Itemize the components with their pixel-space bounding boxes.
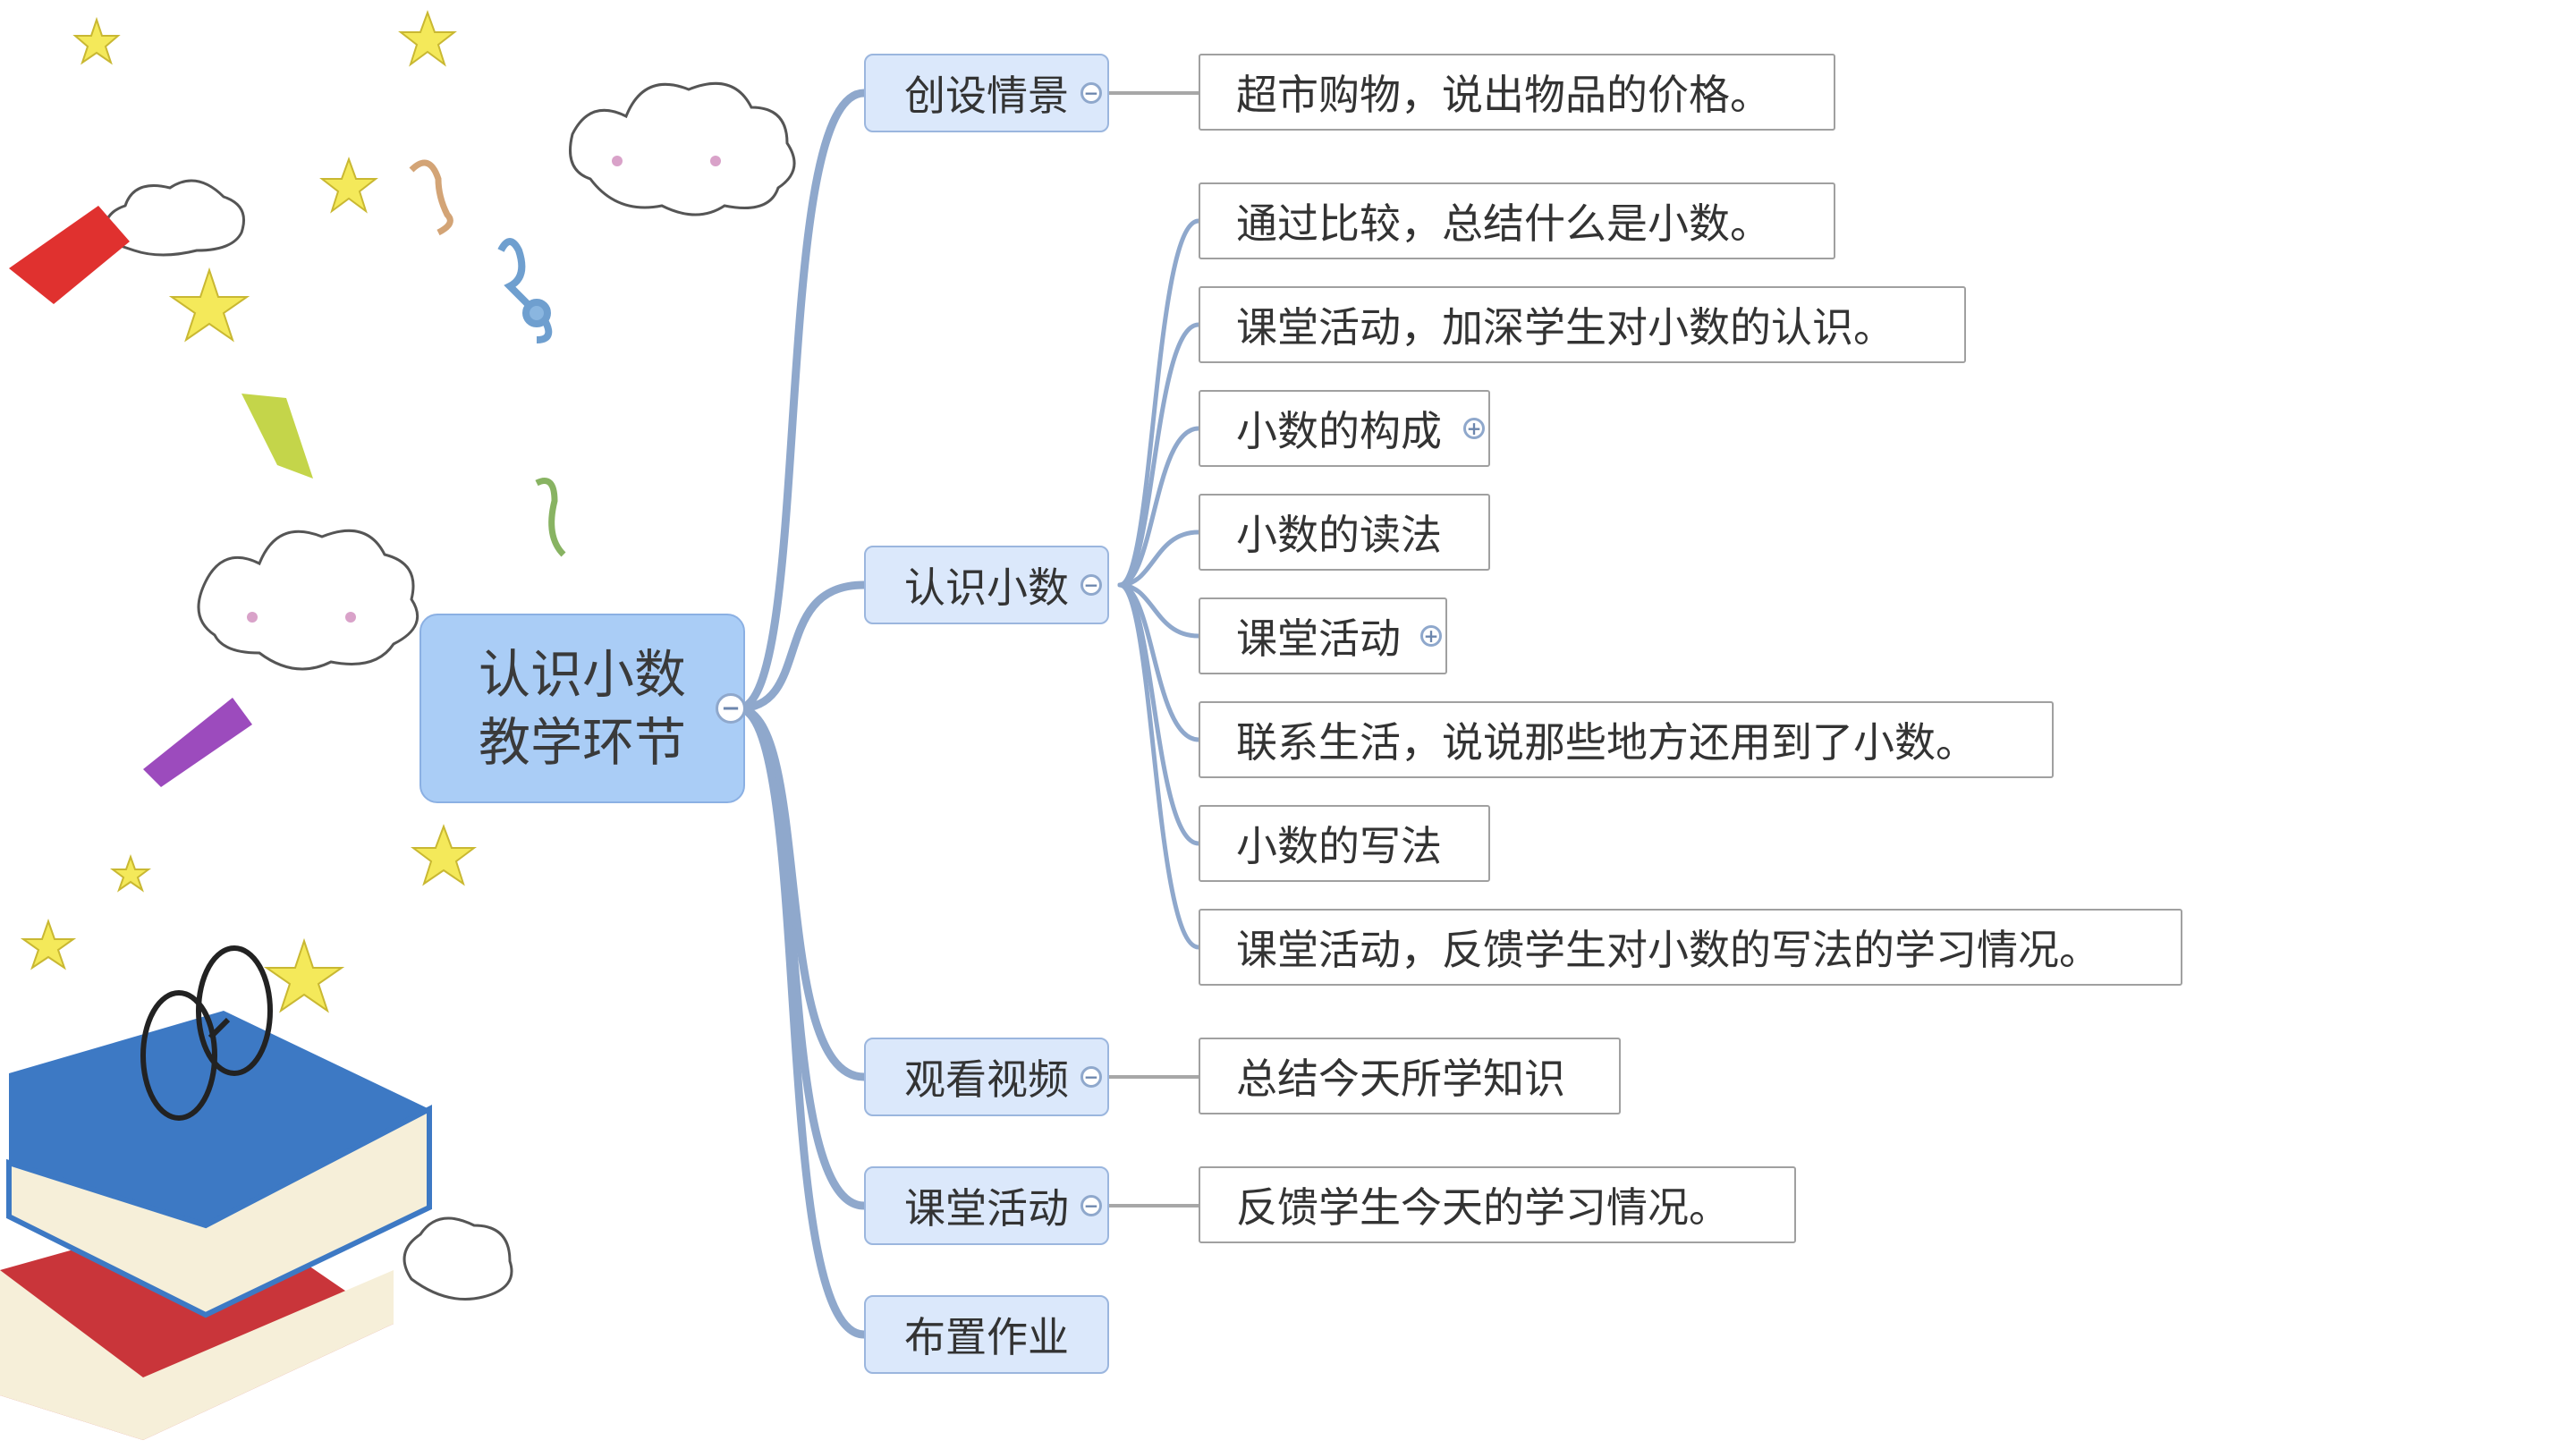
root-node[interactable]: 认识小数 教学环节 bbox=[419, 614, 745, 803]
expand-icon[interactable]: + bbox=[1463, 418, 1485, 439]
star-icon bbox=[411, 824, 477, 886]
expand-icon[interactable]: + bbox=[1420, 625, 1442, 647]
star-icon bbox=[72, 16, 121, 65]
music-note-icon bbox=[409, 159, 453, 236]
root-branch-connector bbox=[733, 89, 869, 713]
leaf-node[interactable]: 小数的读法 bbox=[1199, 494, 1490, 571]
leaf-node[interactable]: 反馈学生今天的学习情况。 bbox=[1199, 1166, 1796, 1243]
leaf-node[interactable]: 课堂活动，反馈学生对小数的写法的学习情况。 bbox=[1199, 909, 2182, 986]
glasses-icon bbox=[140, 945, 273, 1121]
collapse-icon[interactable]: − bbox=[1080, 1066, 1102, 1088]
branch-leaf-connector bbox=[1117, 218, 1201, 588]
leaf-icon bbox=[242, 394, 313, 479]
book-icon bbox=[9, 206, 130, 304]
leaf-node[interactable]: 超市购物，说出物品的价格。 bbox=[1199, 54, 1835, 131]
branch-renshi[interactable]: 认识小数 bbox=[864, 546, 1109, 624]
root-title-line2: 教学环节 bbox=[478, 712, 686, 773]
star-icon bbox=[319, 157, 378, 214]
root-branch-connector bbox=[733, 580, 869, 713]
collapse-icon[interactable]: − bbox=[1080, 1195, 1102, 1216]
branch-chuangshe[interactable]: 创设情景 bbox=[864, 54, 1109, 132]
star-icon bbox=[168, 267, 250, 343]
leaf-node[interactable]: 通过比较，总结什么是小数。 bbox=[1199, 182, 1835, 259]
leaf-node[interactable]: 课堂活动，加深学生对小数的认识。 bbox=[1199, 286, 1966, 363]
star-icon bbox=[20, 918, 77, 970]
book-icon bbox=[143, 698, 252, 787]
root-branch-connector bbox=[733, 704, 869, 1339]
leaf-node[interactable]: 小数的写法 bbox=[1199, 805, 1490, 882]
root-collapse-icon[interactable]: − bbox=[716, 693, 746, 724]
music-note-icon bbox=[497, 238, 553, 343]
music-note-icon bbox=[535, 478, 566, 557]
cloud-icon bbox=[104, 179, 245, 257]
star-icon bbox=[110, 854, 151, 893]
collapse-icon[interactable]: − bbox=[1080, 82, 1102, 104]
leaf-node[interactable]: 小数的构成 bbox=[1199, 390, 1490, 467]
branch-leaf-connector bbox=[1117, 582, 1201, 639]
book-icon bbox=[0, 1011, 432, 1440]
branch-activity[interactable]: 课堂活动 bbox=[864, 1166, 1109, 1245]
leaf-node[interactable]: 联系生活，说说那些地方还用到了小数。 bbox=[1199, 701, 2054, 778]
branch-homework[interactable]: 布置作业 bbox=[864, 1295, 1109, 1374]
branch-leaf-connector bbox=[1117, 530, 1201, 588]
root-title-line1: 认识小数 bbox=[478, 644, 686, 705]
collapse-icon[interactable]: − bbox=[1080, 574, 1102, 596]
branch-leaf-connector bbox=[1117, 322, 1201, 588]
leaf-node[interactable]: 总结今天所学知识 bbox=[1199, 1038, 1621, 1114]
branch-leaf-connector bbox=[1117, 426, 1201, 588]
star-icon bbox=[398, 10, 457, 67]
cloud-icon bbox=[197, 529, 419, 671]
cloud-icon bbox=[402, 1216, 513, 1301]
cloud-icon bbox=[569, 81, 796, 216]
branch-leaf-connector bbox=[1117, 582, 1201, 950]
leaf-node[interactable]: 课堂活动 bbox=[1199, 597, 1447, 674]
star-icon bbox=[263, 937, 345, 1013]
branch-video[interactable]: 观看视频 bbox=[864, 1038, 1109, 1116]
